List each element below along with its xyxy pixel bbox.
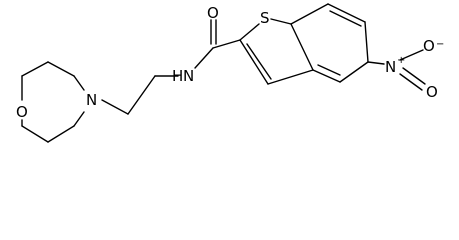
atom-N-morpholine: N (86, 91, 97, 109)
atom-O-nitro-bottom: O (426, 83, 438, 101)
bond (290, 3, 329, 25)
bond (73, 111, 85, 127)
thiophene-ring (239, 18, 314, 85)
benzene-ring (290, 3, 369, 83)
atom-O-morpholine: O (16, 103, 28, 121)
bond (21, 125, 49, 143)
bond (239, 39, 269, 85)
morpholine-ring (21, 61, 85, 143)
charge-N-nitro: + (397, 55, 405, 66)
atom-N-nitro: N (385, 58, 396, 76)
atom-O-carbonyl: O (207, 4, 219, 22)
bond (212, 39, 241, 49)
bond (399, 49, 424, 61)
bond (47, 125, 75, 143)
nitro-group (367, 49, 426, 91)
bond (317, 64, 341, 76)
atom-N-amide: N (183, 67, 194, 85)
bond (21, 61, 49, 77)
bond (329, 10, 362, 27)
bond (290, 23, 314, 71)
bond (194, 47, 214, 69)
atom-S-ring: S (260, 9, 270, 27)
bond (246, 43, 272, 80)
charge-O-nitro: − (436, 39, 444, 50)
bond (312, 69, 341, 83)
bond (267, 69, 314, 85)
bond (47, 61, 75, 77)
atom-H-amide: H (172, 67, 183, 85)
bond (127, 75, 156, 115)
amide-group (194, 19, 241, 69)
bond (270, 18, 292, 25)
bond (364, 21, 369, 63)
molecule-diagram: O S N H N O N + O O − (16, 3, 444, 143)
bond (327, 3, 366, 23)
ethyl-linker (101, 75, 179, 115)
atom-O-nitro-top: O (423, 37, 435, 55)
bond (101, 99, 129, 115)
bond (239, 23, 260, 41)
structure-drawing: O S N H N O N + O O − (16, 3, 444, 143)
bond (367, 61, 385, 65)
bond (402, 67, 426, 85)
bond (339, 61, 369, 83)
bond (399, 73, 423, 91)
bond (73, 75, 85, 91)
